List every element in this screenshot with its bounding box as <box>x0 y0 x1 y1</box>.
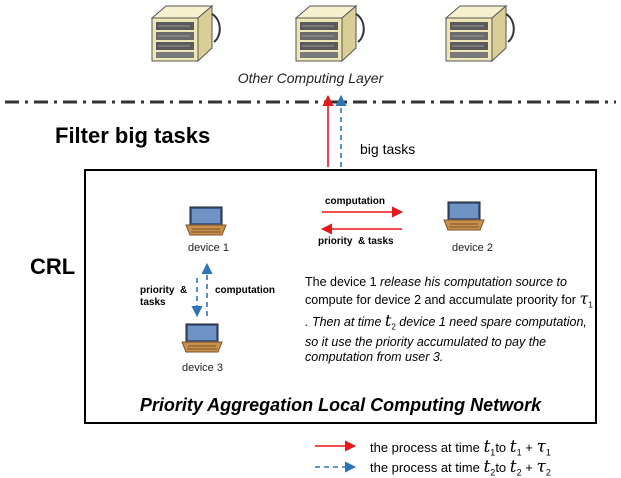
description-part: . Then at time <box>305 314 385 329</box>
legend-tau: τ <box>536 437 546 457</box>
legend-t: t <box>509 437 517 457</box>
legend-t: t <box>483 437 491 457</box>
legend-sub: 1 <box>490 447 496 458</box>
legend-sub: 2 <box>545 467 551 478</box>
description-part: release his computation source to <box>380 275 567 289</box>
legend-prefix: the process at time <box>370 440 480 455</box>
computation-label: computation <box>325 196 385 207</box>
legend-sub: 2 <box>490 467 496 478</box>
legend-solid-text: the process at time t1to t1 + τ1 <box>370 437 551 458</box>
legend-to: to <box>495 460 507 475</box>
priority-label: priority & <box>140 285 188 296</box>
t-subscript: 2 <box>391 322 396 331</box>
description-part: compute for device 2 and accumulate proo… <box>305 292 580 307</box>
big-tasks-label: big tasks <box>360 141 416 157</box>
legend-t: t <box>509 457 517 477</box>
device-3-label: device 3 <box>182 362 223 374</box>
legend-t: t <box>483 457 491 477</box>
server-icon <box>151 5 221 62</box>
legend-to: to <box>495 440 507 455</box>
legend-sub: 1 <box>516 447 522 458</box>
network-title: Priority Aggregation Local Computing Net… <box>139 395 542 415</box>
legend-plus: + <box>521 460 537 475</box>
crl-network-box <box>84 169 597 424</box>
other-computing-layer-label: Other Computing Layer <box>237 70 384 86</box>
tasks-label: tasks <box>140 297 166 308</box>
priority-tasks-label: priority & tasks <box>318 236 394 247</box>
computation-vertical-label: computation <box>215 285 275 296</box>
tau-subscript: 1 <box>588 300 593 309</box>
legend-plus: + <box>521 440 537 455</box>
tau-symbol: τ <box>579 288 589 308</box>
legend-dashed-text: the process at time t2to t2 + τ2 <box>370 457 551 478</box>
device-1-label: device 1 <box>188 242 229 254</box>
process-description: The device 1 release his computation sou… <box>305 275 595 366</box>
filter-big-tasks-title: Filter big tasks <box>55 123 211 148</box>
t-symbol: t <box>384 310 392 330</box>
legend-prefix: the process at time <box>370 460 480 475</box>
legend-sub: 1 <box>545 447 551 458</box>
crl-label: CRL <box>30 254 76 279</box>
description-part: device 1 need spare computation, so it u… <box>305 314 587 365</box>
server-icon <box>445 5 515 62</box>
legend-tau: τ <box>536 457 546 477</box>
server-icon <box>295 5 365 62</box>
device-2-label: device 2 <box>452 242 493 254</box>
legend-sub: 2 <box>516 467 522 478</box>
description-part: The device 1 <box>305 275 381 289</box>
